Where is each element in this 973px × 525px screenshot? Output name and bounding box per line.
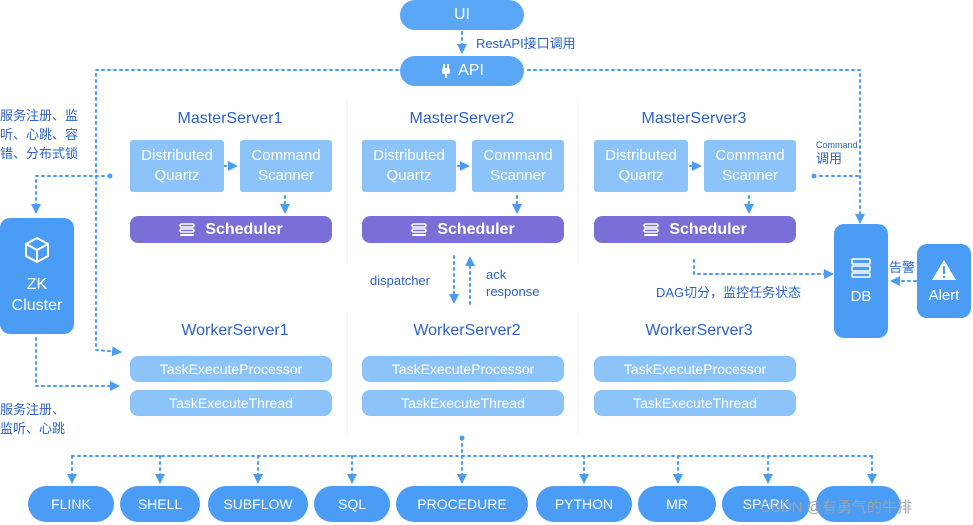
task-execute-thread: TaskExecuteThread [362,390,564,416]
task-type-subflow: SUBFLOW [208,486,308,522]
dag-note: DAG切分，监控任务状态 [656,285,802,300]
ui-node: UI [400,0,524,30]
alarm-label: 告警 [889,260,916,275]
quartz-line: Quartz [386,167,432,184]
quartz-line: Quartz [154,167,200,184]
note-line: 服务注册、监 [0,108,79,123]
task-type-flink: FLINK [28,486,114,522]
task-type-spark: SPARK [722,486,810,522]
scheduler: Scheduler [594,216,796,243]
note-line: 错、分布式锁 [0,146,79,161]
ack-line: response [486,284,540,299]
note-line: 监听、心跳 [0,421,66,436]
distributed-quartz: Distributed Quartz [362,140,456,192]
dispatcher-label: dispatcher [370,273,430,288]
task-type-python: PYTHON [536,486,632,522]
zk-cluster-node: ZK Cluster [0,218,74,334]
ui-label: UI [454,6,470,23]
worker-title: WorkerServer2 [413,322,521,339]
scheduler: Scheduler [130,216,332,243]
quartz-line: Distributed [373,147,445,164]
alert-label: Alert [928,286,960,304]
plug-icon [442,64,451,78]
zk-line: ZK [26,276,48,293]
distributed-quartz: Distributed Quartz [594,140,688,192]
scheduler-label: Scheduler [437,220,515,238]
call-word: 调用 [816,151,843,166]
task-execute-processor: TaskExecuteProcessor [594,356,796,382]
watermark: CSDN @有勇气的牛排 [760,499,912,516]
alert-node: Alert [917,244,971,318]
worker-title: WorkerServer1 [181,322,289,339]
stack-icon [643,222,660,236]
scheduler-label: Scheduler [205,220,283,238]
cube-icon [25,236,49,264]
scanner-line: Scanner [490,167,546,184]
command-scanner: Command Scanner [704,140,796,192]
worker-title: WorkerServer3 [645,322,753,339]
zk-line: Cluster [11,297,63,314]
task-execute-processor: TaskExecuteProcessor [362,356,564,382]
ack-line: ack [486,267,507,282]
stack-icon [179,222,196,236]
db-label: DB [850,287,872,305]
task-type-extra [816,486,900,522]
zk-master-note: 服务注册、监 听、心跳、容 错、分布式锁 [0,106,96,163]
task-execute-processor: TaskExecuteProcessor [130,356,332,382]
stack-icon [411,222,428,236]
task-execute-thread: TaskExecuteThread [130,390,332,416]
database-icon [851,257,871,278]
master-title: MasterServer1 [177,110,283,127]
restapi-label: RestAPI接口调用 [476,36,576,51]
task-execute-thread: TaskExecuteThread [594,390,796,416]
api-node: API [400,56,524,86]
quartz-line: Distributed [605,147,677,164]
task-type-sql: SQL [314,486,390,522]
db-node: DB [834,224,888,338]
scanner-line: Scanner [722,167,778,184]
distributed-quartz: Distributed Quartz [130,140,224,192]
note-line: 服务注册、 [0,402,66,417]
scanner-line: Command [715,147,785,164]
quartz-line: Distributed [141,147,213,164]
scanner-line: Command [251,147,321,164]
ack-response-label: ack response [486,266,539,300]
zk-label: ZK Cluster [12,274,63,316]
task-type-mr: MR [638,486,716,522]
command-word: Command [816,140,858,150]
warning-icon [932,259,956,280]
command-scanner: Command Scanner [472,140,564,192]
task-type-procedure: PROCEDURE [396,486,528,522]
scanner-line: Scanner [258,167,314,184]
master-title: MasterServer2 [409,110,515,127]
master-title: MasterServer3 [641,110,747,127]
task-type-shell: SHELL [120,486,200,522]
command-call-note: Command 调用 [816,138,858,166]
api-label: API [458,62,484,79]
scheduler-label: Scheduler [669,220,747,238]
scheduler: Scheduler [362,216,564,243]
scanner-line: Command [483,147,553,164]
command-scanner: Command Scanner [240,140,332,192]
quartz-line: Quartz [618,167,664,184]
note-line: 听、心跳、容 [0,127,79,142]
zk-worker-note: 服务注册、 监听、心跳 [0,400,90,438]
